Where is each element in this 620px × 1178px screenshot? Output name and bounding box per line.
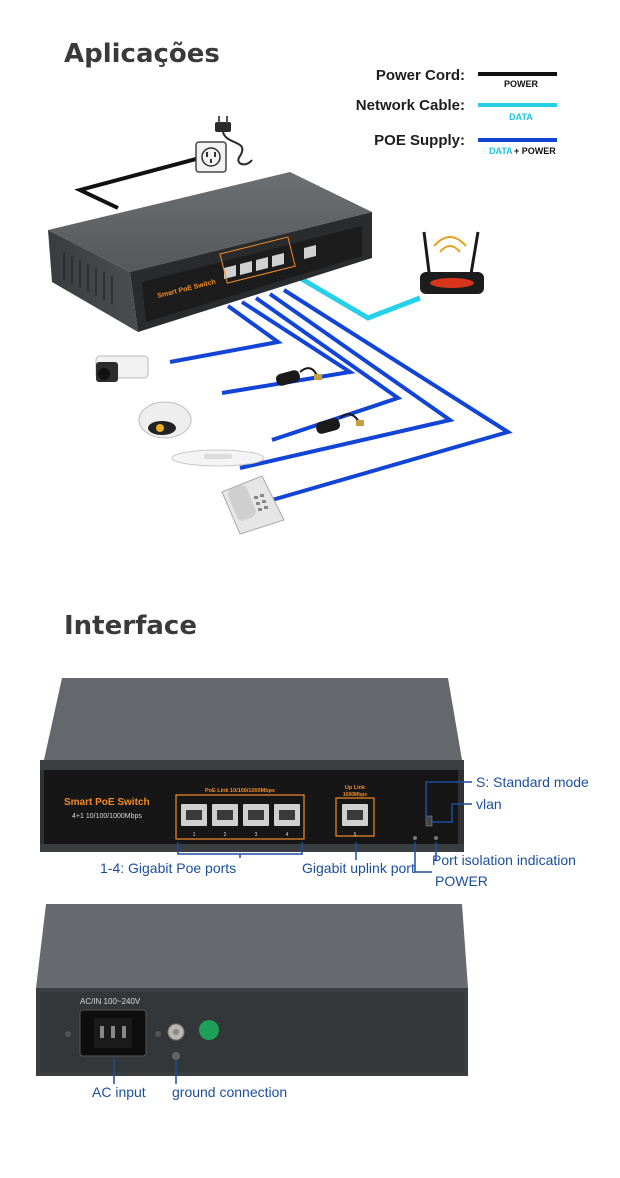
- port-number-1: 1: [193, 832, 196, 838]
- poe-splitter-icon-2: [315, 413, 364, 434]
- uplink-number: 5: [354, 832, 357, 838]
- poe-cables: [169, 288, 513, 502]
- rear-callout-lines: [113, 1058, 177, 1084]
- dome-camera-icon: [138, 401, 192, 439]
- port-number-4: 4: [286, 832, 289, 838]
- applications-title: Aplicações: [64, 39, 220, 69]
- ground-sticker: [199, 1020, 219, 1040]
- front-model: 4+1 10/100/1000Mbps: [72, 813, 142, 820]
- ground-connection-label: ground connection: [172, 1084, 287, 1100]
- isolation-led: [434, 836, 438, 840]
- vlan-label: vlan: [476, 796, 502, 812]
- switch-front-view: Smart PoE Switch 4+1 10/100/1000Mbps PoE…: [40, 678, 464, 852]
- front-brand: Smart PoE Switch: [64, 797, 150, 808]
- port-number-2: 2: [224, 832, 227, 838]
- bullet-camera-icon: [95, 355, 149, 382]
- uplink-header-2: 1000Mbps: [343, 792, 367, 798]
- mode-switch: [425, 815, 433, 827]
- interface-title: Interface: [64, 611, 197, 641]
- network-cable: [298, 275, 421, 321]
- legend-power-tag: POWER: [504, 79, 539, 89]
- legend-power-label: Power Cord:: [376, 67, 465, 84]
- power-outlet-icon: [195, 141, 227, 173]
- poe-splitter-icon: [275, 367, 322, 386]
- power-led: [413, 836, 417, 840]
- uplink-port-label: Gigabit uplink port: [302, 860, 415, 876]
- front-callout-lines: [177, 781, 472, 873]
- power-plug-icon: [215, 116, 253, 166]
- power-label: POWER: [435, 873, 488, 889]
- uplink-header-1: Up Link: [345, 785, 366, 791]
- standard-mode-label: S: Standard mode: [476, 774, 589, 790]
- legend-poe-tag-data: DATA: [489, 146, 513, 156]
- switch-rear-view: AC/IN 100~240V: [36, 904, 468, 1076]
- access-point-icon: [171, 449, 265, 467]
- switch-device: Smart PoE Switch: [48, 172, 372, 332]
- port-number-3: 3: [255, 832, 258, 838]
- poe-ports-label: 1-4: Gigabit Poe ports: [100, 860, 236, 876]
- ip-phone-icon: [221, 475, 285, 535]
- router-icon: [420, 231, 484, 294]
- rear-ac-label: AC/IN 100~240V: [80, 997, 141, 1006]
- legend-poe-tag-power: + POWER: [514, 146, 556, 156]
- legend-poe-label: POE Supply:: [374, 132, 465, 149]
- ac-input-label: AC input: [92, 1084, 146, 1100]
- legend-network-tag: DATA: [509, 112, 533, 122]
- legend: Power Cord: POWER Network Cable: DATA PO…: [356, 67, 557, 156]
- poe-port-header: PoE Link 10/100/1000Mbps: [205, 788, 275, 794]
- port-isolation-label: Port isolation indication: [432, 852, 576, 868]
- legend-network-label: Network Cable:: [356, 97, 465, 114]
